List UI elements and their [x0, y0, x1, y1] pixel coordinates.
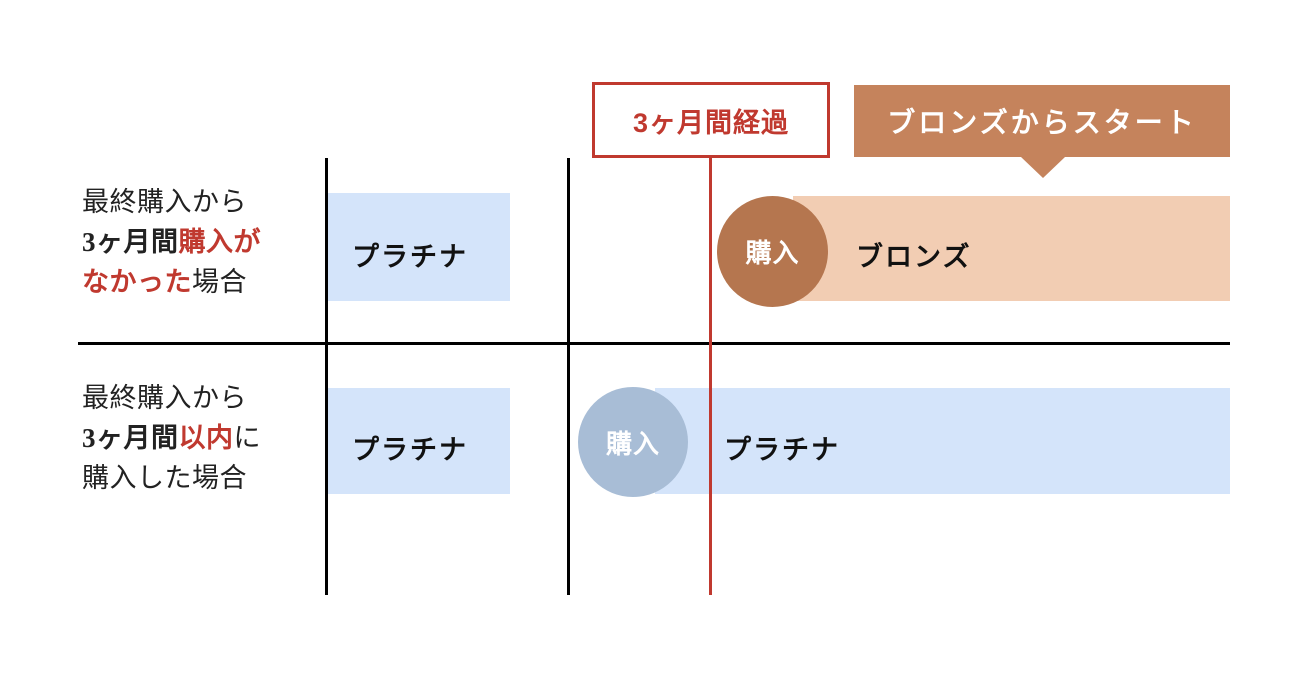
row-1-label-line-1: 最終購入から: [82, 187, 247, 217]
timeline-axis-middle: [567, 158, 570, 595]
row-2-line2-part-2: 以内: [178, 423, 234, 453]
row-1-line2-part-1: 3ヶ月間: [82, 227, 179, 257]
row-separator-line: [78, 342, 1230, 345]
row-1-bronze-bar: [793, 196, 1230, 301]
row-1-line2-part-2: 購入が: [178, 227, 261, 257]
row-2-platinum-after-bar: [655, 388, 1230, 494]
row-2-label-line-1: 最終購入から: [82, 383, 247, 413]
row-1-label-line-3: なかった場合: [82, 262, 312, 302]
start-from-bronze-callout: ブロンズからスタート: [854, 85, 1230, 157]
row-1-line3-part-2: 場合: [192, 267, 247, 297]
row-1-platinum-bar-label: プラチナ: [352, 242, 468, 272]
row-1-condition-label: 最終購入から 3ヶ月間購入が なかった場合: [82, 182, 312, 302]
row-1-line3-part-1: なかった: [82, 267, 192, 297]
timeline-axis-left: [325, 158, 328, 595]
row-2-platinum-before-bar-label: プラチナ: [352, 435, 468, 465]
row-2-purchase-circle: 購入: [578, 387, 688, 497]
row-2-condition-label: 最終購入から 3ヶ月間以内に 購入した場合: [82, 378, 312, 498]
elapsed-time-box: 3ヶ月間経過: [592, 82, 830, 158]
row-1-platinum-bar: [328, 193, 510, 301]
elapsed-time-label: 3ヶ月間経過: [632, 107, 790, 138]
row-2-label-line-2: 3ヶ月間以内に: [82, 418, 312, 458]
three-month-marker-line: [709, 157, 712, 595]
start-from-bronze-label: ブロンズからスタート: [887, 107, 1197, 138]
row-2-purchase-circle-label: 購入: [605, 428, 660, 459]
row-1-purchase-circle-label: 購入: [745, 238, 800, 268]
row-1-purchase-circle: 購入: [717, 196, 828, 307]
row-1-bronze-bar-label: ブロンズ: [856, 242, 972, 272]
row-2-line2-part-1: 3ヶ月間: [82, 423, 179, 453]
row-2-platinum-after-bar-label: プラチナ: [724, 435, 840, 465]
row-1-label-line-2: 3ヶ月間購入が: [82, 222, 312, 262]
callout-pointer-icon: [1021, 157, 1065, 178]
row-2-label-line-3: 購入した場合: [82, 463, 247, 493]
row-2-line2-part-3: に: [233, 423, 261, 453]
row-2-platinum-before-bar: [328, 388, 510, 494]
